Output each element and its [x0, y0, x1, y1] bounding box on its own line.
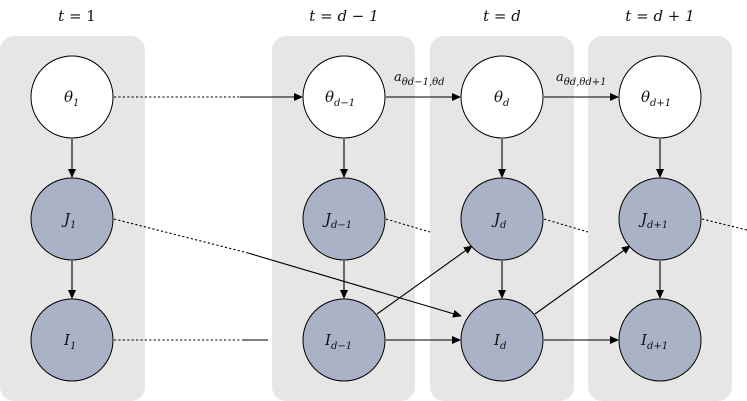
- svg-text:Jd+1: Jd+1: [638, 210, 668, 231]
- edge-J-dp1-dotted: [701, 218, 747, 231]
- svg-text:Id: Id: [493, 331, 506, 352]
- edge-J-d-dotted: [543, 218, 589, 233]
- svg-text:θ1: θ1: [64, 88, 79, 109]
- node-theta-d: θd: [460, 55, 544, 139]
- svg-text:Id+1: Id+1: [640, 331, 668, 352]
- node-theta-d-plus-1: θd+1: [618, 55, 702, 139]
- node-I-1: I1: [30, 298, 114, 382]
- node-I-d-plus-1: Id+1: [618, 298, 702, 382]
- edge-label-a-theta-d-theta-dp1: aθd,θd+1: [556, 70, 607, 88]
- edge-I-d-to-J-dp1: [534, 245, 631, 315]
- edge-J1-to-Id-dotted: [113, 218, 249, 254]
- svg-text:J1: J1: [61, 210, 76, 231]
- node-J-1: J1: [30, 177, 114, 261]
- node-J-d-plus-1: Jd+1: [618, 177, 702, 261]
- header-t-d-plus-1: t = d + 1: [625, 7, 694, 25]
- header-t-d-minus-1: t = d − 1: [309, 7, 378, 25]
- node-I-d-minus-1: Id−1: [302, 298, 386, 382]
- node-J-d-minus-1: Jd−1: [302, 177, 386, 261]
- header-t-d: t = d: [483, 7, 521, 25]
- svg-text:θd−1: θd−1: [325, 88, 355, 109]
- svg-text:θd+1: θd+1: [641, 88, 671, 109]
- svg-text:Id−1: Id−1: [324, 331, 352, 352]
- node-theta-d-minus-1: θd−1: [302, 55, 386, 139]
- edge-I-dm1-to-J-d: [376, 245, 473, 315]
- node-I-d: Id: [460, 298, 544, 382]
- edge-J-dm1-dotted: [385, 218, 431, 233]
- edge-J1-to-Id-solid: [247, 252, 462, 318]
- svg-text:Jd−1: Jd−1: [322, 210, 352, 231]
- svg-text:Jd: Jd: [491, 210, 506, 231]
- svg-text:I1: I1: [63, 331, 76, 352]
- node-J-d: Jd: [460, 177, 544, 261]
- edge-label-a-theta-dm1-theta-d: aθd−1,θd: [394, 70, 445, 88]
- svg-text:θd: θd: [494, 88, 509, 109]
- header-t-1: t = 1: [58, 7, 96, 25]
- node-theta-1: θ1: [30, 55, 114, 139]
